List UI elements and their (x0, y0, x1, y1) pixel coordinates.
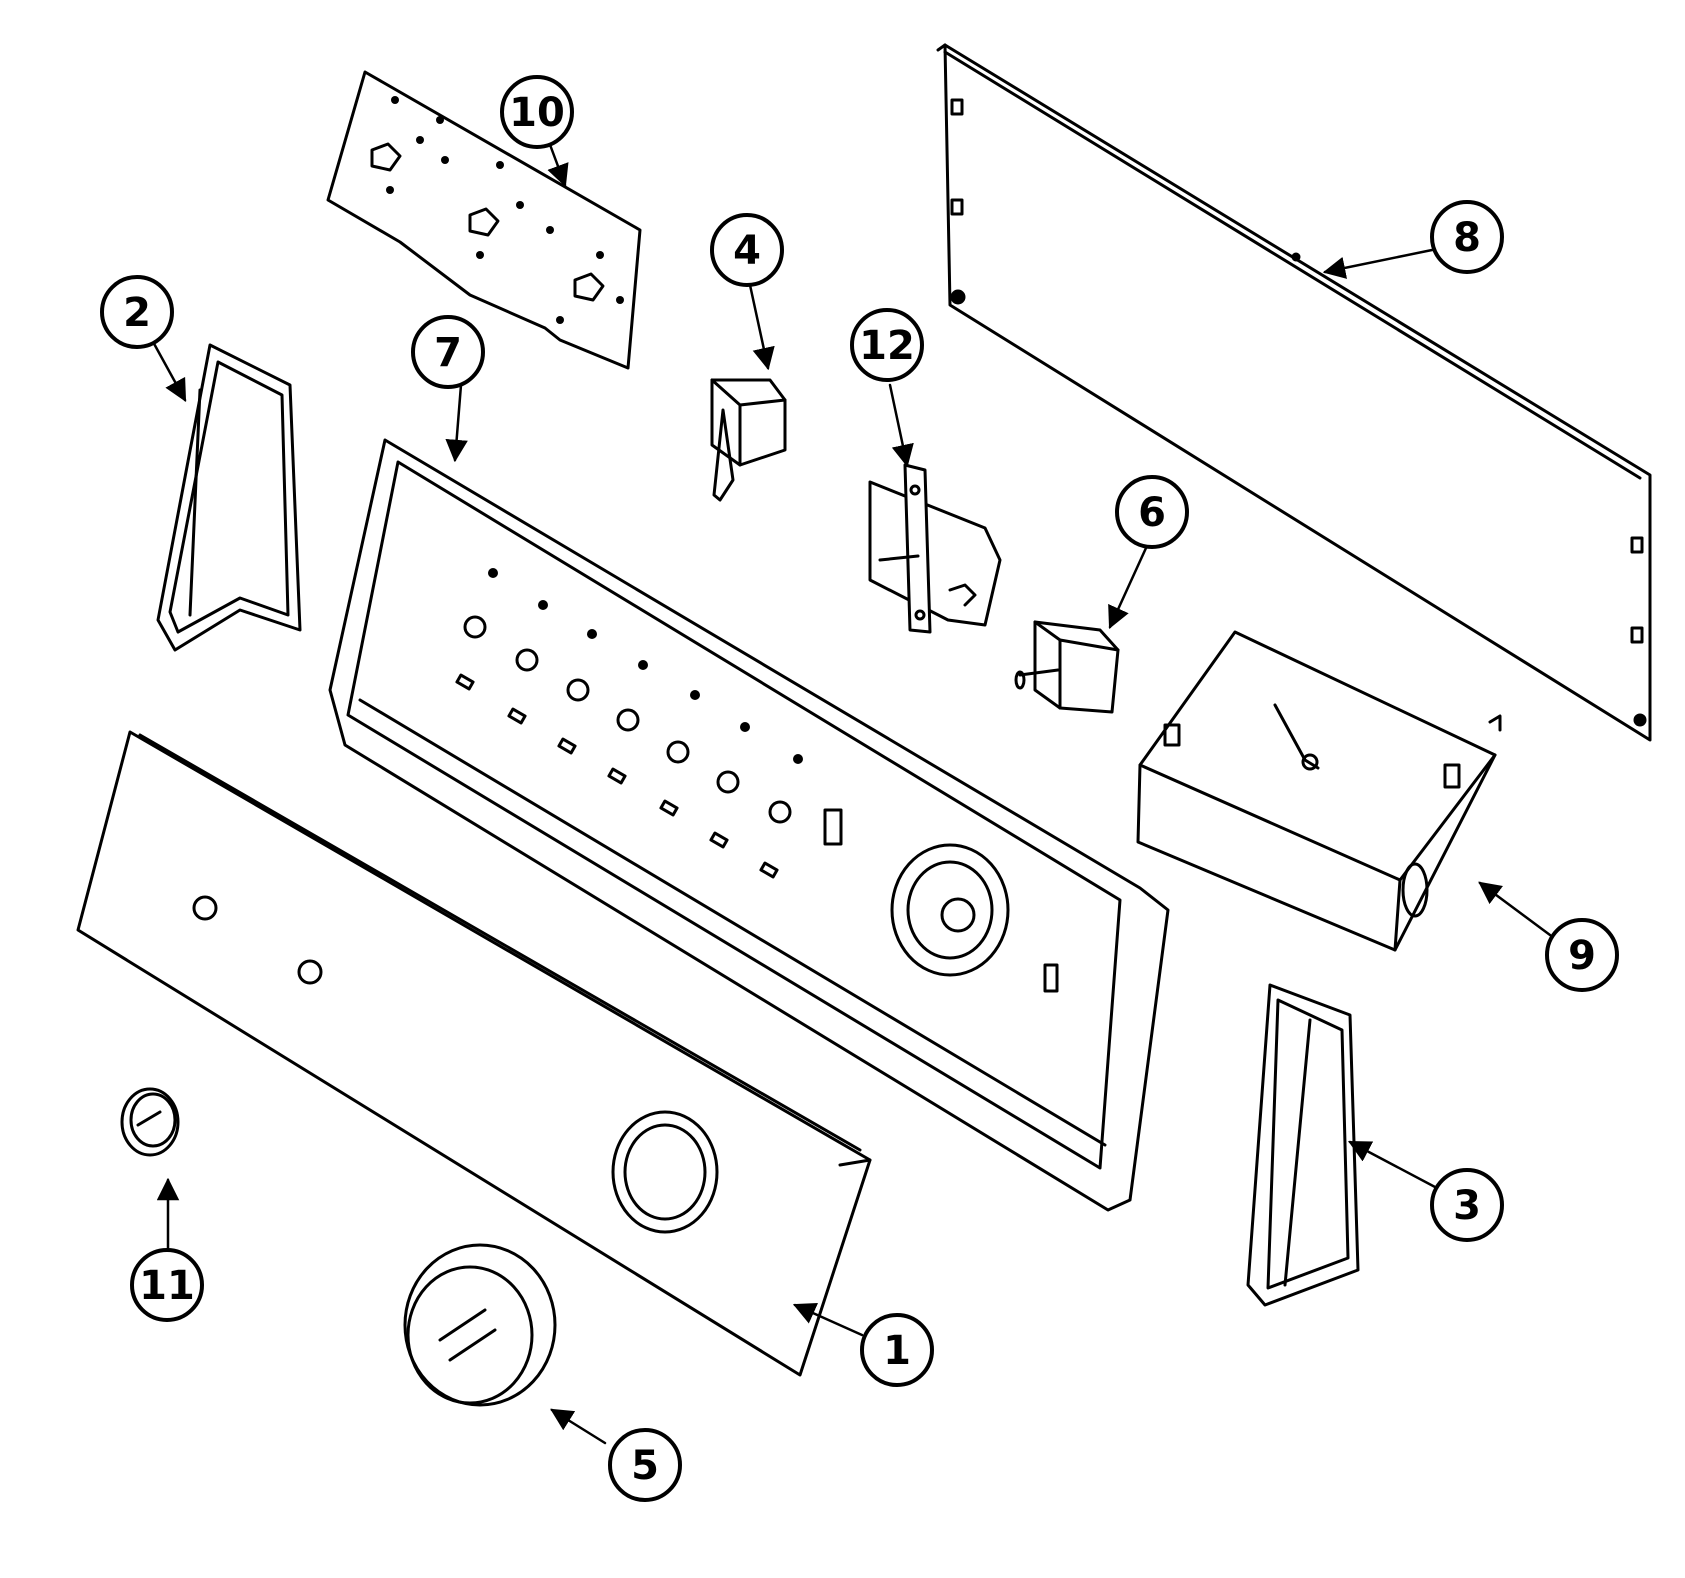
callout-label: 4 (733, 228, 761, 274)
part-control-box (1136, 630, 1502, 952)
part-right-end-cap (1246, 983, 1360, 1307)
callout-label: 11 (139, 1263, 195, 1309)
callout-12: 12 (850, 308, 924, 382)
callout-2: 2 (100, 275, 174, 349)
callout-label: 7 (434, 330, 462, 376)
callout-label: 3 (1453, 1183, 1481, 1229)
callout-8: 8 (1430, 200, 1504, 274)
callout-label: 6 (1138, 490, 1166, 536)
part-left-end-cap (156, 343, 302, 652)
part-large-knob (403, 1243, 557, 1407)
callout-label: 2 (123, 290, 151, 336)
callout-11: 11 (130, 1248, 204, 1322)
part-switch-bracket (868, 463, 1002, 634)
callout-10: 10 (500, 75, 574, 149)
callout-1: 1 (860, 1313, 934, 1387)
callout-label: 5 (631, 1443, 659, 1489)
part-front-panel (76, 730, 872, 1377)
part-rotary-switch (1014, 620, 1120, 714)
callout-5: 5 (608, 1428, 682, 1502)
callout-label: 12 (859, 323, 915, 369)
part-main-console (328, 438, 1170, 1212)
callout-label: 9 (1568, 933, 1596, 979)
part-small-switch (710, 378, 787, 502)
callout-3: 3 (1430, 1168, 1504, 1242)
callout-6: 6 (1115, 475, 1189, 549)
callout-7: 7 (411, 315, 485, 389)
callout-9: 9 (1545, 918, 1619, 992)
callout-label: 10 (509, 90, 565, 136)
part-circuit-board (326, 70, 642, 370)
part-rear-panel (936, 43, 1652, 742)
callout-4: 4 (710, 213, 784, 287)
callout-label: 8 (1453, 215, 1481, 261)
part-small-knob (120, 1087, 180, 1157)
callout-label: 1 (883, 1328, 911, 1374)
